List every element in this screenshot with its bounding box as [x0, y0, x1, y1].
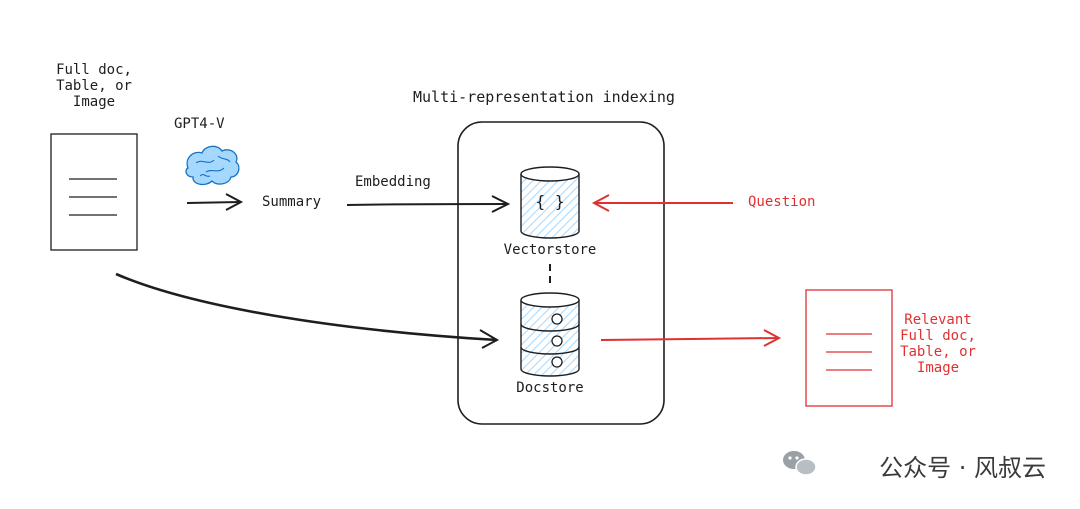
indexing-group-box [457, 121, 665, 425]
arrow-to-output [600, 329, 782, 347]
watermark-text: 公众号 · 风叔云 [879, 454, 1046, 482]
group-title: Multi-representation indexing [413, 88, 675, 106]
watermark: 公众号 · 风叔云 [879, 448, 1046, 483]
arrow-question [591, 194, 733, 212]
arrow-embedding [346, 195, 511, 213]
wechat-icon [783, 451, 817, 476]
docstore-database-icon [520, 292, 580, 377]
vectorstore-label: Vectorstore [503, 242, 597, 258]
docstore-label: Docstore [516, 380, 584, 396]
output-document-icon [805, 289, 893, 407]
arrow-to-summary [186, 193, 244, 211]
arrow-to-docstore [115, 272, 500, 349]
vectorstore-cylinder-icon [520, 166, 580, 239]
vectorstore-glyph: { } [535, 192, 565, 211]
question-label: Question [748, 194, 816, 210]
output-doc-label: Relevant Full doc, Table, or Image [900, 312, 976, 377]
input-doc-label: Full doc, Table, or Image [56, 62, 132, 111]
embedding-label: Embedding [355, 174, 431, 190]
gpt-label: GPT4-V [174, 116, 225, 132]
brain-icon [185, 145, 240, 186]
input-document-icon [50, 133, 138, 251]
summary-label: Summary [262, 194, 322, 210]
